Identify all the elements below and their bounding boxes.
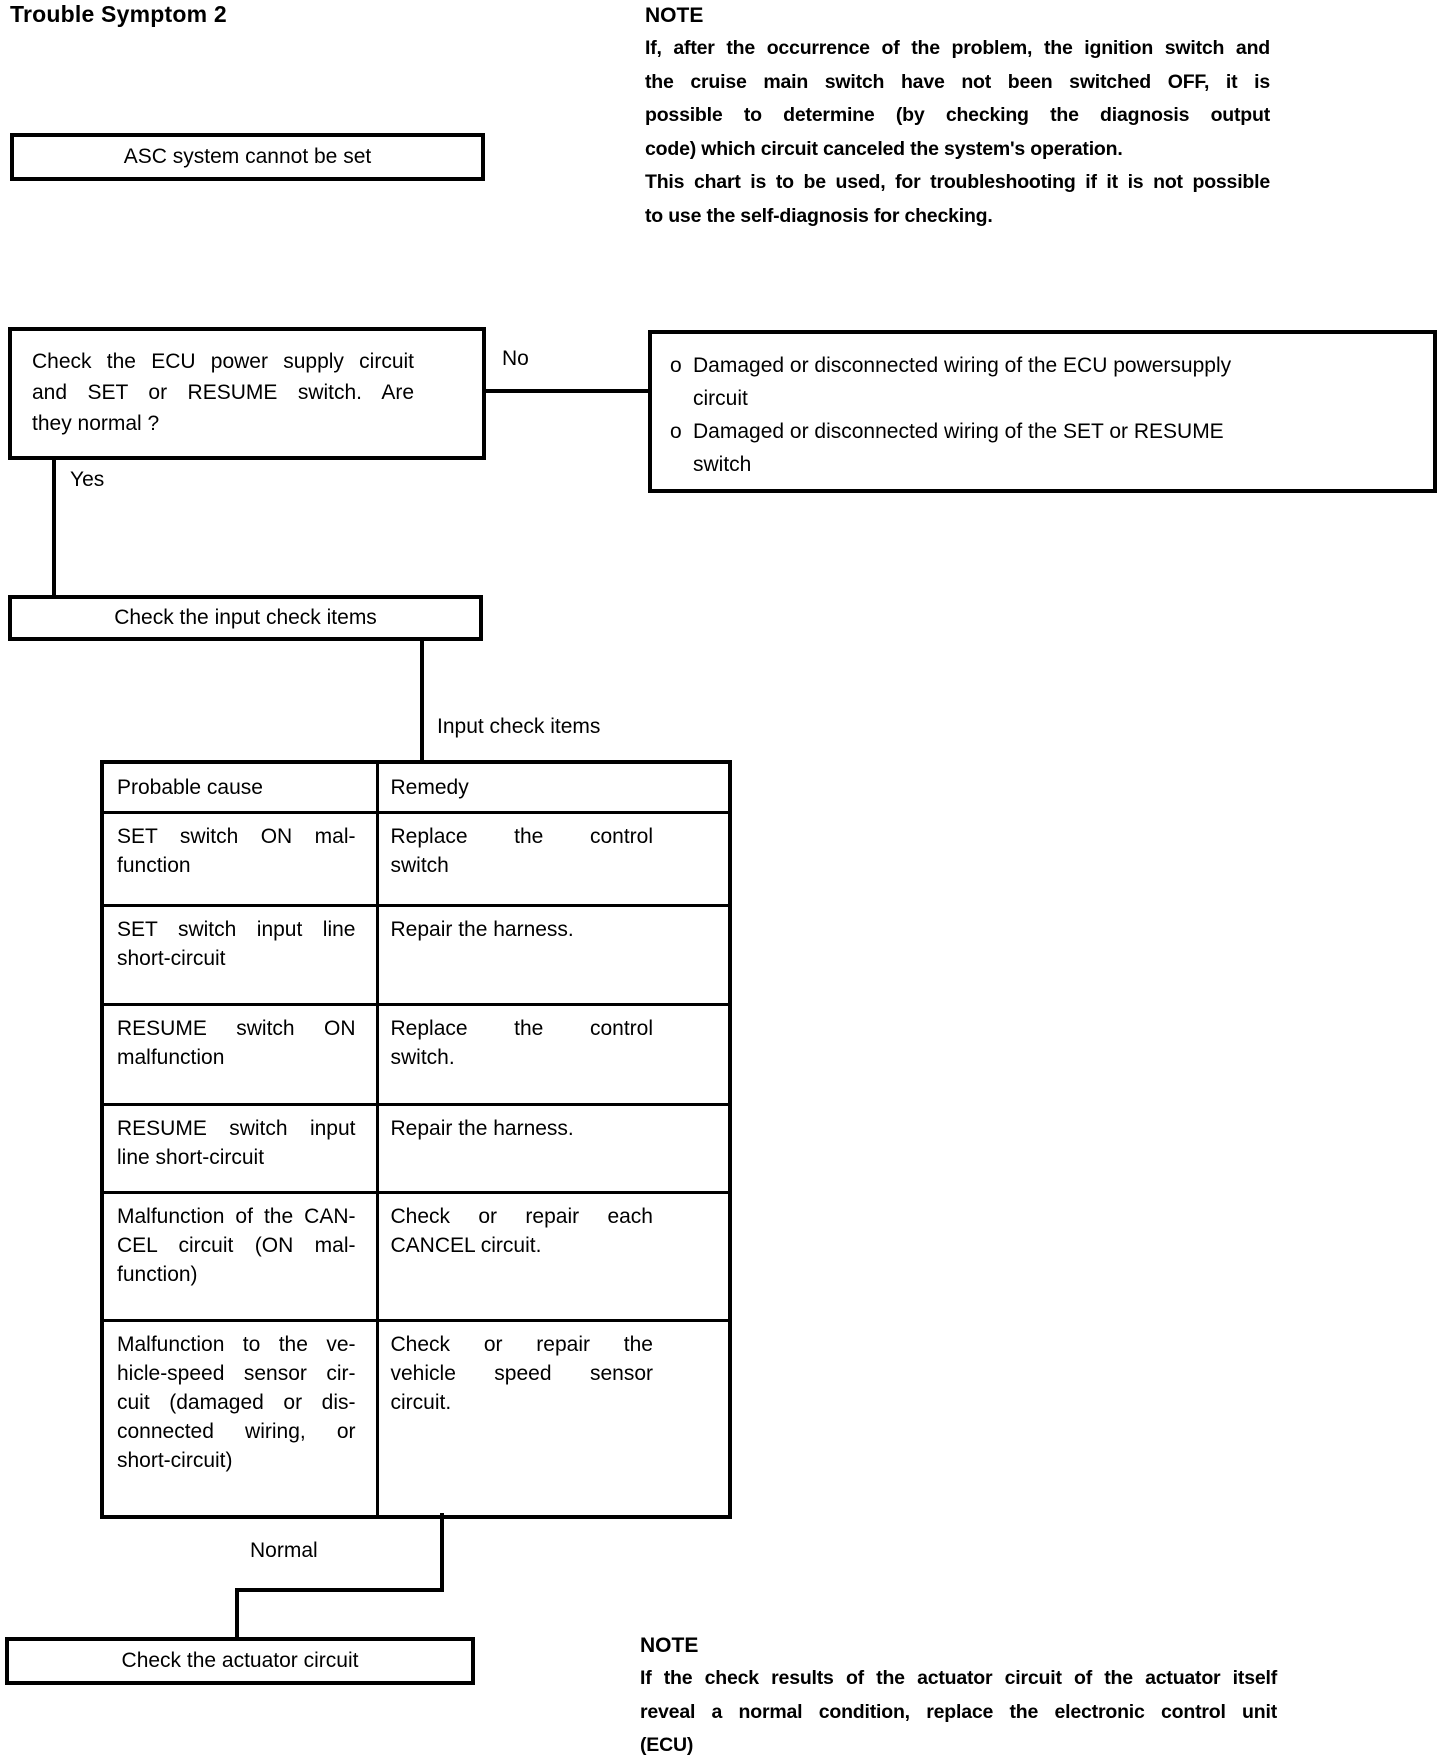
remedy-cell: Repair the harness. xyxy=(375,903,732,1006)
table-row: Malfunction of the CAN-CEL circuit (ON m… xyxy=(100,1190,732,1322)
diagnosis-table: Probable cause Remedy SET switch ON mal-… xyxy=(100,760,732,1519)
note-top-paragraph-2: This chart is to be used, for troublesho… xyxy=(645,171,1270,227)
flow-actuator-box: Check the actuator circuit xyxy=(5,1637,475,1685)
cause-cell: Malfunction of the CAN-CEL circuit (ON m… xyxy=(100,1190,379,1322)
flow-result-box: o Damaged or disconnected wiring of the … xyxy=(648,330,1437,493)
note-bottom-heading: NOTE xyxy=(640,1634,699,1657)
remedy-cell: Repair the harness. xyxy=(375,1102,732,1194)
note-top-heading: NOTE xyxy=(645,4,704,27)
cause-item-text: Damaged or disconnected wiring of the EC… xyxy=(693,354,1232,410)
note-top: NOTE If, after the occurrence of the pro… xyxy=(645,0,1270,233)
note-bottom: NOTE If the check results of the actuato… xyxy=(640,1630,1277,1758)
table-caption: Input check items xyxy=(437,715,601,738)
connector-table-line xyxy=(420,639,424,763)
cause-item: o Damaged or disconnected wiring of the … xyxy=(670,415,1419,481)
column-header-remedy: Remedy xyxy=(375,760,732,814)
branch-label-no: No xyxy=(502,347,529,370)
cause-cell: SET switch ON mal-function xyxy=(100,810,379,907)
page-title: Trouble Symptom 2 xyxy=(10,1,227,27)
note-bottom-paragraph: If the check results of the actuator cir… xyxy=(640,1667,1277,1756)
flow-input-check-box: Check the input check items xyxy=(8,595,483,641)
connector-yes-line xyxy=(52,458,56,598)
table-row: Malfunction to the ve-hicle-speed sensor… xyxy=(100,1318,732,1519)
flow-start-box: ASC system cannot be set xyxy=(10,133,485,181)
connector-normal-line-down xyxy=(440,1513,444,1592)
note-top-paragraph-1: If, after the occurrence of the problem,… xyxy=(645,37,1270,160)
connector-normal-line-into-box xyxy=(235,1590,239,1639)
connector-no-line xyxy=(486,389,650,393)
cause-item-text: Damaged or disconnected wiring of the SE… xyxy=(693,420,1224,476)
bullet-marker: o xyxy=(670,354,682,377)
bullet-marker: o xyxy=(670,420,682,443)
table-header-row: Probable cause Remedy xyxy=(100,760,732,814)
branch-label-normal: Normal xyxy=(250,1539,318,1562)
branch-label-yes: Yes xyxy=(70,468,105,491)
column-header-probable-cause: Probable cause xyxy=(100,760,379,814)
cause-item: o Damaged or disconnected wiring of the … xyxy=(670,349,1419,415)
cause-cell: Malfunction to the ve-hicle-speed sensor… xyxy=(100,1318,379,1519)
connector-normal-line-across xyxy=(235,1588,444,1592)
table-row: SET switch ON mal-function Replace the c… xyxy=(100,810,732,907)
